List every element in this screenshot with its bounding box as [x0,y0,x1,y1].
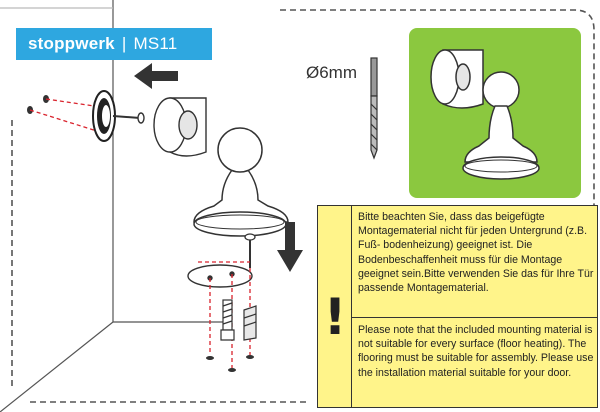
notice-english-text: Please note that the included mounting m… [358,324,594,379]
assembled-product-panel [409,28,581,198]
wall-mount-plate [92,90,116,142]
drill-size-label: Ø6mm [306,63,357,82]
dowel-plug [243,305,257,341]
mounting-disc [187,264,253,288]
badge-separator: | [121,34,127,53]
floor-stand [193,127,289,237]
floor-screw [244,233,256,268]
assembled-stopper-image [430,49,540,180]
arrow-down-icon [277,222,303,272]
drill-bit [370,57,378,160]
wall-bumper [153,97,207,157]
dashed-frame [11,9,595,403]
product-badge: stoppwerk | MS11 [16,28,212,60]
exclamation-icon: ! [323,288,347,346]
wall-holes [27,95,49,114]
notice-divider [352,317,597,318]
notice-icon-column [318,206,352,407]
room-lines [0,0,232,412]
notice-german-text: Bitte beachten Sie, dass das beigefügte … [358,211,594,295]
notice-panel: ! Bitte beachten Sie, dass das beigefügt… [317,205,598,408]
arrow-left-icon [134,63,178,89]
floor-holes [206,355,254,372]
floor-bolt [220,299,235,341]
wall-screw [112,112,145,124]
model-name: MS11 [133,34,178,53]
brand-name: stoppwerk [28,34,115,53]
